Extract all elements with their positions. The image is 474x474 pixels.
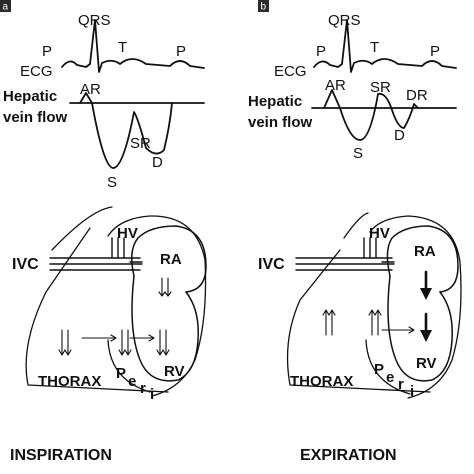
rv-label-b: RV bbox=[416, 355, 437, 372]
thorax-label: THORAX bbox=[38, 373, 101, 390]
flow-d-label: D bbox=[152, 154, 163, 171]
flow-d-label-b: D bbox=[394, 127, 405, 144]
thorax-label-b: THORAX bbox=[290, 373, 353, 390]
flow-ar-label: AR bbox=[80, 81, 101, 98]
hepatic-flow-trace-b bbox=[323, 89, 419, 141]
flow-sr-label: SR bbox=[130, 135, 151, 152]
panel-b-tag: b bbox=[261, 2, 267, 13]
panel-a: a QRS P T P ECG Hepatic vein flow AR S S… bbox=[0, 0, 207, 464]
flow-s-label: S bbox=[107, 174, 117, 191]
right-atrium-outline bbox=[131, 225, 207, 293]
ra-label: RA bbox=[160, 251, 182, 268]
panel-b-tag-box bbox=[258, 0, 269, 12]
ivc-label-b: IVC bbox=[258, 256, 285, 273]
ecg-qrs-label-b: QRS bbox=[328, 12, 361, 29]
ecg-p-wave-label: P bbox=[42, 43, 52, 60]
ecg-p-wave-label-2: P bbox=[176, 43, 186, 60]
panel-a-tag: a bbox=[3, 2, 9, 13]
peri-label-e-b: e bbox=[386, 369, 394, 386]
flow-s-label-b: S bbox=[353, 145, 363, 162]
peri-label-r: r bbox=[140, 380, 146, 397]
hepatic-flow-trace bbox=[79, 92, 173, 169]
peri-label-e: e bbox=[128, 373, 136, 390]
expiration-flow-arrows bbox=[322, 309, 415, 336]
hv-label-b: HV bbox=[369, 225, 390, 242]
ecg-t-wave-label: T bbox=[118, 39, 127, 56]
peri-label-p: P bbox=[116, 365, 126, 382]
ivc-vessel-b bbox=[295, 257, 395, 271]
ecg-trace-b bbox=[313, 19, 457, 73]
ecg-trace bbox=[61, 19, 205, 73]
ra-label-b: RA bbox=[414, 243, 436, 260]
phase-label-expiration: EXPIRATION bbox=[300, 447, 397, 464]
hepatic-flow-label-line2: vein flow bbox=[3, 109, 68, 126]
peri-label-p-b: P bbox=[374, 361, 384, 378]
hv-label: HV bbox=[117, 225, 138, 242]
thorax-outline bbox=[25, 206, 169, 393]
peri-label-i-b: i bbox=[410, 383, 414, 400]
hepatic-flow-label-line1-b: Hepatic bbox=[248, 93, 302, 110]
ecg-p-wave-label-2-b: P bbox=[430, 43, 440, 60]
phase-label-inspiration: INSPIRATION bbox=[10, 447, 112, 464]
ecg-p-wave-label-b: P bbox=[316, 43, 326, 60]
right-ventricle-outline-b bbox=[387, 275, 453, 382]
hepatic-flow-label-line2-b: vein flow bbox=[248, 114, 313, 131]
flow-sr-label-b: SR bbox=[370, 79, 391, 96]
panel-b: b QRS P T P ECG Hepatic vein flow AR S S… bbox=[248, 0, 462, 464]
peri-label-r-b: r bbox=[398, 376, 404, 393]
ecg-t-wave-label-b: T bbox=[370, 39, 379, 56]
rv-label: RV bbox=[164, 363, 185, 380]
hv-vessel-b bbox=[363, 237, 395, 263]
expiration-bold-arrows bbox=[420, 270, 432, 342]
thorax-outline-b bbox=[286, 212, 431, 393]
ivc-vessel bbox=[49, 257, 143, 271]
panel-a-tag-box bbox=[0, 0, 11, 12]
flow-ar-label-b: AR bbox=[325, 77, 346, 94]
right-atrium-outline-b bbox=[386, 225, 459, 293]
peri-label-i: i bbox=[150, 386, 154, 403]
pericardium-outline-b bbox=[365, 215, 462, 399]
inspiration-flow-arrows bbox=[58, 277, 172, 356]
ecg-label-b: ECG bbox=[274, 63, 307, 80]
ecg-label: ECG bbox=[20, 63, 53, 80]
ivc-label: IVC bbox=[12, 256, 39, 273]
hepatic-flow-label-line1: Hepatic bbox=[3, 88, 57, 105]
hv-vessel bbox=[111, 237, 143, 263]
right-ventricle-outline bbox=[131, 275, 199, 382]
flow-dr-label-b: DR bbox=[406, 87, 428, 104]
